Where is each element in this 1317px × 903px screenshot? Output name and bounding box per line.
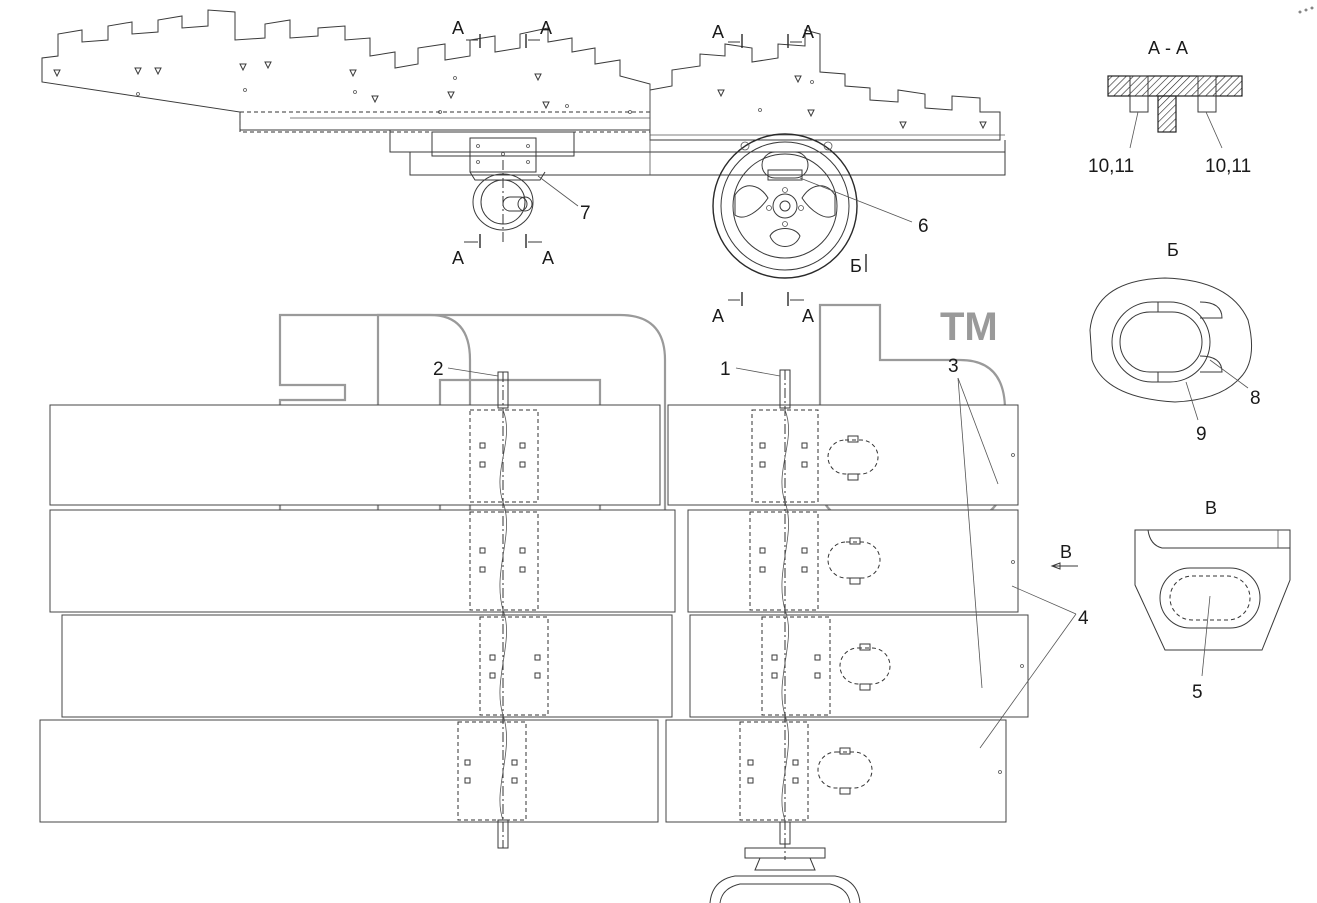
callout-4: 4	[1078, 608, 1089, 629]
section-mark-a-top-left-1: А	[452, 18, 464, 38]
callout-5: 5	[1192, 682, 1203, 703]
panel-left-3	[61, 614, 673, 718]
section-mark-a-top-right-2: А	[802, 22, 814, 42]
panel-left-2	[49, 509, 676, 613]
view-b-title: Б	[1167, 240, 1179, 260]
callout-7: 7	[580, 203, 591, 224]
corner-mark	[1298, 6, 1314, 14]
bearing-hub-7	[469, 160, 546, 245]
section-mark-a-lower-2: А	[802, 306, 814, 326]
view-b-detail: Б 8 9	[1089, 240, 1261, 445]
panel-left-1	[49, 404, 661, 506]
callout-10-11-left: 10,11	[1088, 156, 1134, 177]
plan-view-panels	[39, 404, 1029, 823]
section-mark-a-top-left-2: А	[540, 18, 552, 38]
section-mark-a-top-right-1: А	[712, 22, 724, 42]
tooth-fastener-holes	[53, 61, 987, 130]
section-mark-a-lower-1: А	[712, 306, 724, 326]
view-mark-v: В	[1060, 542, 1072, 562]
callout-9: 9	[1196, 424, 1207, 445]
section-cut-marks-top	[464, 34, 867, 306]
section-mark-a-bottom-left-1: А	[452, 248, 464, 268]
hinge-column-right	[709, 369, 891, 903]
leader-2	[447, 367, 499, 377]
leader-7	[537, 175, 579, 207]
panel-right-2	[687, 509, 1019, 613]
section-aa-title: А - А	[1148, 38, 1188, 58]
view-v-title: В	[1205, 498, 1217, 518]
callout-2: 2	[433, 359, 444, 380]
watermark-trademark: ТМ	[940, 305, 998, 349]
side-view-tooth-bars	[41, 9, 1006, 176]
leader-4b	[979, 613, 1077, 749]
hinge-slots-right	[747, 442, 821, 784]
oval-slots	[817, 435, 891, 795]
view-mark-b: Б	[850, 256, 862, 276]
leader-1	[735, 367, 781, 377]
leader-3a	[957, 377, 999, 485]
pulley-wheel-6	[712, 133, 858, 279]
leader-6	[799, 177, 913, 223]
section-mark-a-bottom-left-2: А	[542, 248, 554, 268]
callout-6: 6	[918, 216, 929, 237]
callout-3: 3	[948, 356, 959, 377]
panel-right-4	[665, 719, 1007, 823]
leader-3b	[957, 377, 983, 689]
callout-1: 1	[720, 359, 731, 380]
panel-right-1	[667, 404, 1019, 506]
panel-right-3	[689, 614, 1029, 718]
panel-left-4	[39, 719, 659, 823]
bottom-pulley	[709, 821, 861, 903]
hinge-column-left	[457, 371, 549, 849]
hinge-slots-left	[464, 442, 541, 784]
section-aa-detail: А - А 10,11 10,11	[1088, 38, 1251, 177]
view-v-detail: В 5	[1134, 498, 1291, 703]
leader-4a	[1011, 585, 1077, 615]
callout-8: 8	[1250, 388, 1261, 409]
callout-10-11-right: 10,11	[1205, 156, 1251, 177]
